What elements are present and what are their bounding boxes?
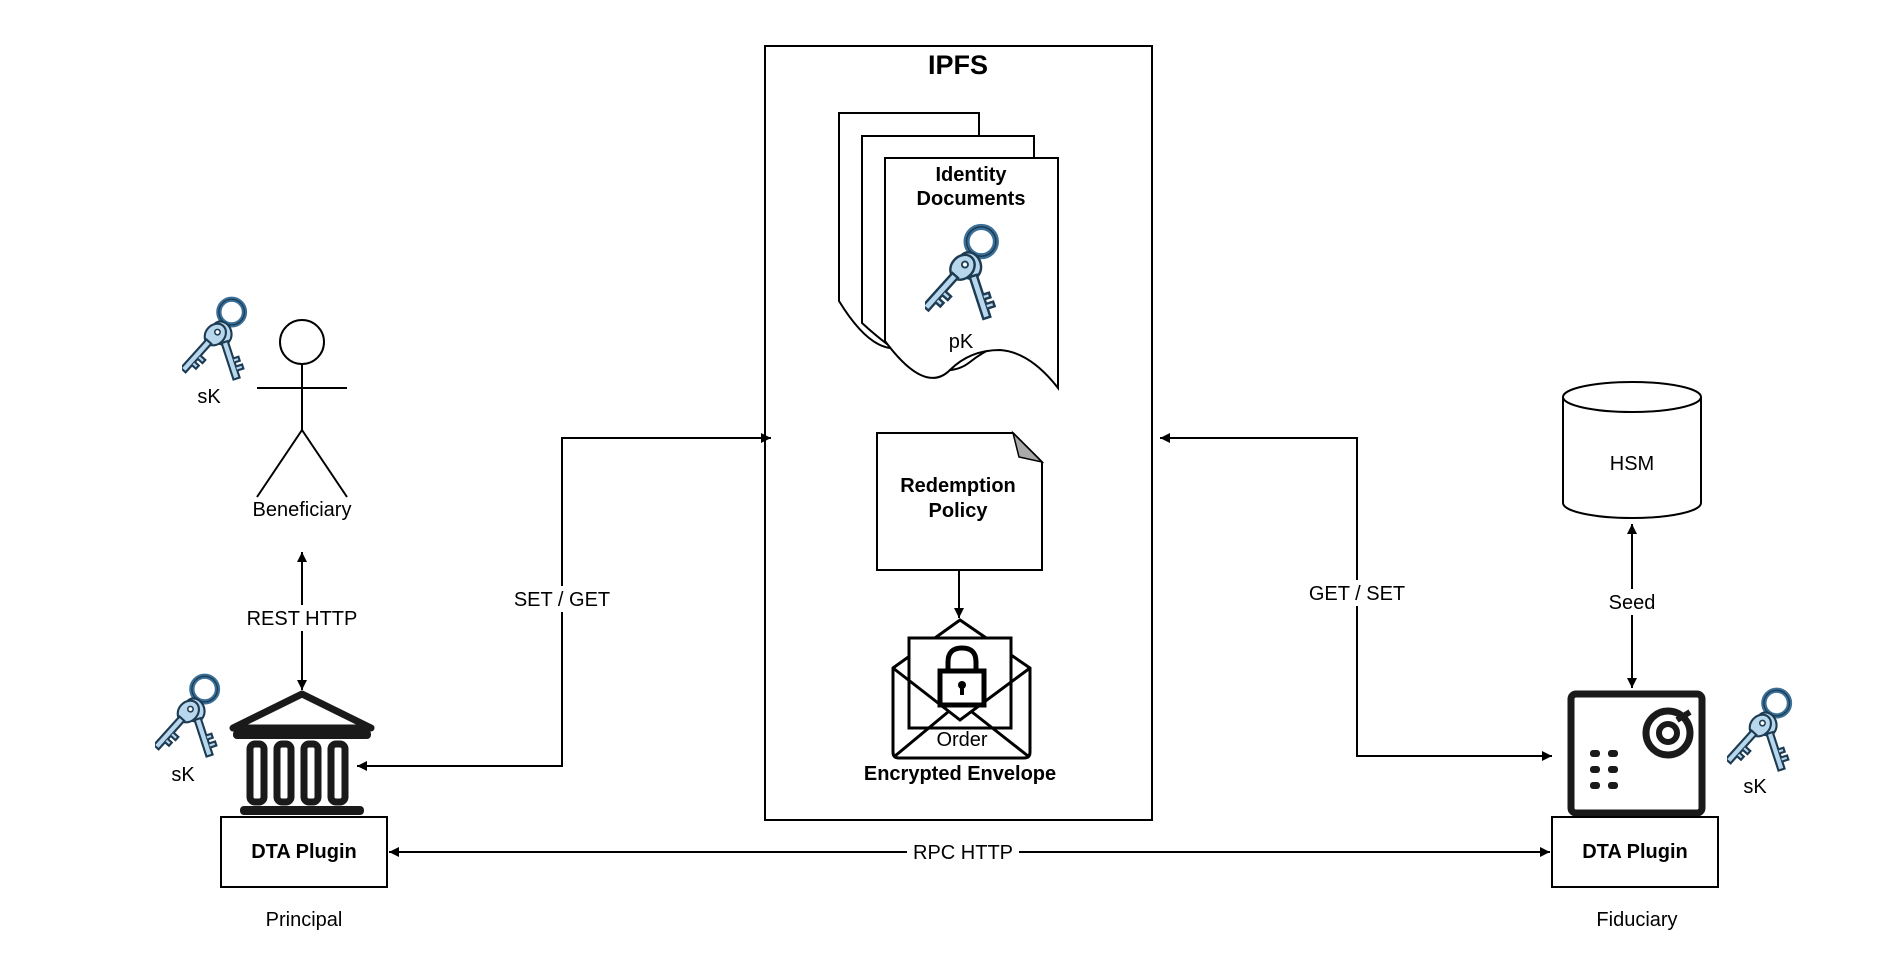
principal-label: Principal bbox=[266, 909, 343, 931]
principal-dta-plugin-label: DTA Plugin bbox=[251, 841, 357, 863]
hsm-label: HSM bbox=[1610, 453, 1654, 475]
seed-label: Seed bbox=[1609, 592, 1656, 614]
fiduciary-dta-plugin-label: DTA Plugin bbox=[1582, 841, 1688, 863]
rpc-http-label: RPC HTTP bbox=[913, 842, 1013, 864]
get-set-label: GET / SET bbox=[1309, 583, 1405, 605]
set-get-label: SET / GET bbox=[514, 589, 610, 611]
public-key-label: pK bbox=[949, 331, 974, 353]
encrypted-envelope-label: Encrypted Envelope bbox=[864, 763, 1056, 785]
fiduciary-dta-plugin-box: DTA Plugin bbox=[1551, 816, 1719, 888]
fiduciary-key-label: sK bbox=[1743, 776, 1767, 798]
identity-documents-label-line1: Identity bbox=[935, 164, 1007, 186]
rest-http-label: REST HTTP bbox=[247, 608, 358, 630]
principal-key-icon bbox=[149, 676, 219, 758]
beneficiary-key-label: sK bbox=[197, 386, 221, 408]
beneficiary-label: Beneficiary bbox=[253, 499, 352, 521]
redemption-policy-document: Redemption Policy bbox=[876, 430, 1045, 571]
fiduciary-label: Fiduciary bbox=[1596, 909, 1677, 931]
redemption-policy-label-line1: Redemption bbox=[900, 475, 1016, 497]
envelope-order-label: Order bbox=[936, 729, 987, 751]
hsm-cylinder: HSM bbox=[1562, 381, 1702, 519]
ipfs-title: IPFS bbox=[928, 50, 988, 80]
bank-icon bbox=[229, 690, 375, 815]
beneficiary-key-icon bbox=[176, 299, 246, 381]
encrypted-envelope-icon bbox=[891, 618, 1032, 760]
safe-icon bbox=[1567, 690, 1706, 818]
principal-dta-plugin-box: DTA Plugin bbox=[220, 816, 388, 888]
identity-documents-label-line2: Documents bbox=[917, 188, 1026, 210]
principal-key-label: sK bbox=[171, 764, 195, 786]
beneficiary-person-icon bbox=[256, 319, 348, 498]
fiduciary-key-icon bbox=[1721, 690, 1791, 772]
lock-icon bbox=[937, 645, 987, 708]
redemption-policy-label-line2: Policy bbox=[929, 500, 989, 522]
